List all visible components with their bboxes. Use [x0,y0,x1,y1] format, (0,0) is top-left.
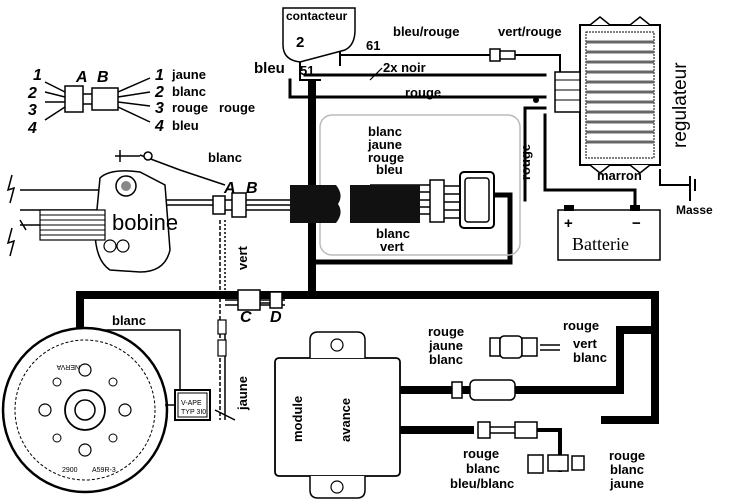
contacteur-terminal-2: 2 [296,34,304,51]
pickup-label-2: TYP 3I0 [181,409,206,416]
connector-d-label: D [270,309,282,326]
stator-text-nerva: NERVA [56,363,80,370]
mod-group2-rouge: rouge [563,318,599,333]
harness-label-bleu: bleu [376,162,403,177]
wire-label-2x-noir: 2x noir [383,60,426,75]
legend-num-right-4: 4 [154,118,164,135]
harness-sleeve [290,171,495,229]
legend-color-jaune: jaune [171,67,206,82]
legend-num-left-3: 3 [28,102,37,119]
legend-color-blanc: blanc [172,84,206,99]
stator-flywheel [1,326,169,494]
module-label: module [290,396,305,442]
legend-num-right-1: 1 [155,67,164,84]
connector-b-label: B [246,180,258,197]
harness-label-blanc: blanc [368,124,402,139]
harness-label-vert: vert [380,239,405,254]
mod-group1-blanc: blanc [429,352,463,367]
batterie-box [557,205,661,261]
connector-bleu-rouge [489,48,516,62]
mod-group4-blanc: blanc [610,462,644,477]
wire-label-blanc-left: blanc [112,313,146,328]
regulateur-label: regulateur [670,62,691,148]
legend-color-rouge-extra: rouge [219,100,255,115]
wire-label-vert: vert [235,245,250,270]
legend-num-right-2: 2 [154,84,164,101]
mod-group3-bleu-blanc: bleu/blanc [450,476,514,491]
harness-label-blanc-2: blanc [376,226,410,241]
bobine-label: bobine [112,210,178,235]
wire-label-blanc-top: blanc [208,150,242,165]
module-avance-box [274,331,401,499]
connector-a-legend: A [75,69,88,86]
connector-a-label: A [223,180,236,197]
mod-group2-vert: vert [573,336,598,351]
mod-group1-jaune: jaune [428,338,463,353]
connector-c-label: C [240,309,252,326]
harness-label-jaune: jaune [367,137,402,152]
avance-label: avance [338,398,353,442]
wire-label-bleu: bleu [254,60,285,77]
legend-num-left-2: 2 [27,85,37,102]
wire-label-marron: marron [597,168,642,183]
legend-num-right-3: 3 [155,100,164,117]
wire-label-bleu-rouge: bleu/rouge [393,24,459,39]
pickup-label-1: V-APE [181,400,202,407]
legend-num-left-1: 1 [33,67,42,84]
pickup-sensor [165,389,211,421]
batterie-label: Batterie [572,234,629,254]
module-connectors [451,335,585,474]
stator-text-model: A59R-3 [92,467,116,474]
bobine-coil [6,170,171,273]
connector-a-b-bobine [212,192,247,218]
wire-label-rouge-vertical: rouge [518,144,533,180]
contacteur-terminal-51: 51 [300,63,314,78]
wire-label-rouge-top: rouge [405,85,441,100]
wire-label-jaune: jaune [235,376,250,411]
pointer-line-2x-noir [369,67,383,81]
battery-minus-sign: − [632,215,641,232]
mod-group1-rouge: rouge [428,324,464,339]
mod-group4-jaune: jaune [609,476,644,491]
mod-group4-rouge: rouge [609,448,645,463]
masse-label: Masse [676,203,713,217]
ground-symbol-masse [660,176,696,194]
contacteur-label: contacteur [286,9,348,23]
connector-b-legend: B [97,69,109,86]
contacteur-terminal-61: 61 [366,38,380,53]
mod-group2-blanc: blanc [573,350,607,365]
legend-num-left-4: 4 [27,120,37,137]
battery-plus-sign: + [564,215,573,232]
legend-connector [44,77,151,123]
regulateur-body [533,16,661,174]
connector-c-d [217,289,283,357]
wire-label-vert-rouge: vert/rouge [498,24,562,39]
contacteur-switch [282,7,356,63]
ground-symbol-bobine [115,150,153,162]
mod-group3-rouge: rouge [463,446,499,461]
harness-label-rouge: rouge [368,150,404,165]
stator-text-number: 2900 [62,467,78,474]
legend-color-rouge: rouge [172,100,208,115]
legend-color-bleu: bleu [172,118,199,133]
mod-group3-blanc: blanc [466,461,500,476]
